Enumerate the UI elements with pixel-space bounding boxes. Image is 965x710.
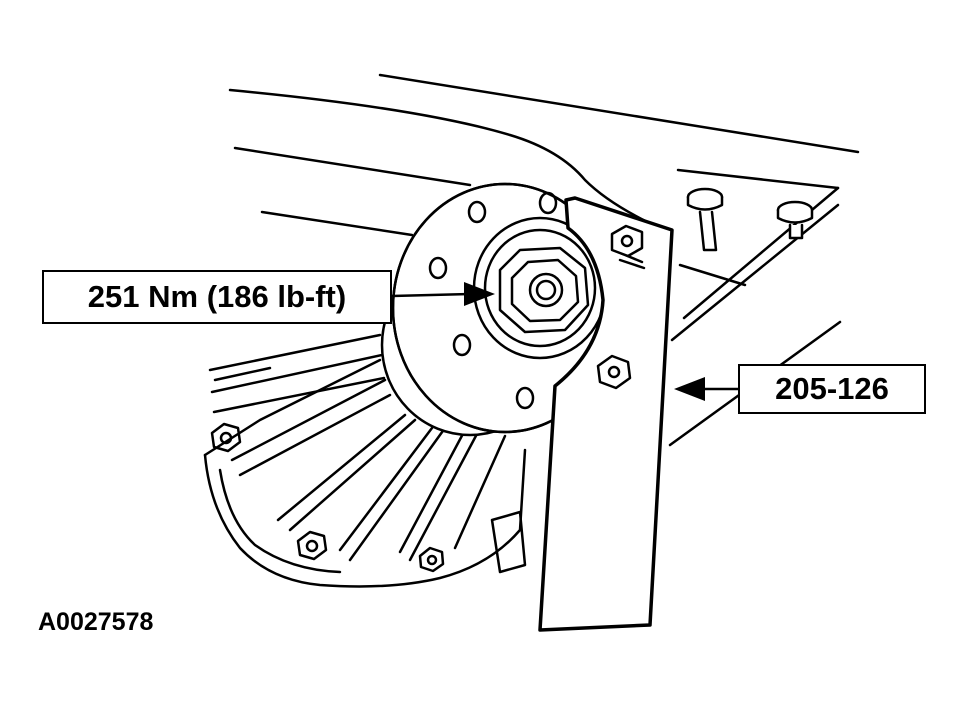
tool-bolts xyxy=(596,224,646,390)
body-studs xyxy=(686,187,814,252)
leader-arrowheads xyxy=(464,282,705,401)
tool-number-callout: 205-126 xyxy=(738,364,926,414)
tool-arrowhead xyxy=(674,377,705,401)
torque-arrowhead xyxy=(464,282,495,306)
leader-lines xyxy=(390,292,740,391)
cover-bolts xyxy=(210,422,445,573)
flange-bolt-holes xyxy=(428,191,558,410)
holding-tool-205-126 xyxy=(538,196,674,632)
torque-spec-callout: 251 Nm (186 lb-ft) xyxy=(42,270,392,324)
figure-id-label: A0027578 xyxy=(38,608,154,636)
pinion-nut xyxy=(498,246,590,334)
